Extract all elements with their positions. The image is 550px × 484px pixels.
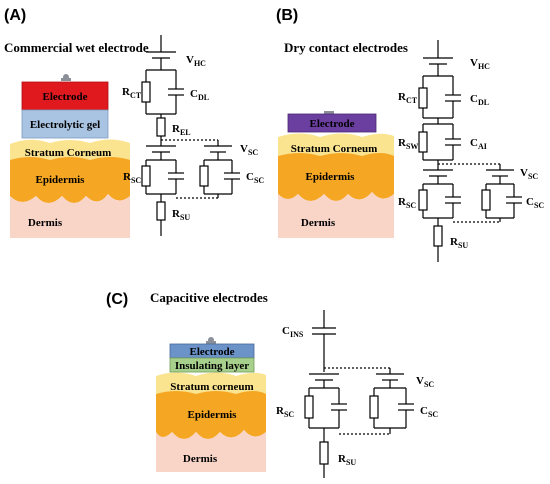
stratum-layer <box>278 133 394 158</box>
rel-resistor <box>156 117 166 137</box>
rct-resistor <box>418 87 428 109</box>
epidermis-layer <box>156 391 266 439</box>
rsc-resistor <box>141 165 151 187</box>
panel-b: (B) Dry contact electrodes Electrode Str… <box>276 7 544 262</box>
dermis-layer <box>156 430 266 472</box>
electrode-label: Electrode <box>189 346 234 358</box>
epidermis-label: Epidermis <box>36 174 86 186</box>
dermis-layer <box>278 192 394 238</box>
connector-knob <box>63 74 69 80</box>
rsc-label: RSC <box>276 405 294 419</box>
panel-c: (C) Capacitive electrodes Electrode Insu… <box>106 290 438 478</box>
panel-c-circuit: CINS RSC <box>276 310 438 478</box>
stratum-label: Stratum corneum <box>170 381 253 393</box>
side-resistor <box>369 395 379 419</box>
panel-a-circuit: VHC RCT CDL REL <box>122 35 264 236</box>
rsc-resistor <box>304 395 314 419</box>
csc-label: CSC <box>526 196 544 210</box>
stratum-label: Stratum Corneum <box>291 143 377 155</box>
epidermis-label: Epidermis <box>306 171 356 183</box>
rct-label: RCT <box>398 91 418 105</box>
rct-label: RCT <box>122 86 142 100</box>
stratum-layer <box>10 139 130 162</box>
vsc-label: VSC <box>240 143 258 157</box>
rsu-label: RSU <box>172 208 190 222</box>
connector-knob <box>208 337 214 343</box>
rel-label: REL <box>172 123 191 137</box>
epidermis-layer <box>10 157 130 203</box>
vsc-label: VSC <box>520 167 538 181</box>
stratum-layer <box>156 372 266 396</box>
panel-a-label: (A) <box>4 7 26 24</box>
panel-b-circuit: VHC RCT CDL RSW CAI <box>398 40 544 262</box>
electrode-layer <box>287 113 377 133</box>
gel-layer <box>21 109 109 139</box>
rsc-label: RSC <box>123 171 141 185</box>
csc-label: CSC <box>420 405 438 419</box>
cdl-label: CDL <box>190 88 209 102</box>
rct-resistor <box>141 81 151 103</box>
rsc-label: RSC <box>398 196 416 210</box>
electrode-label: Electrode <box>42 91 87 103</box>
panel-b-label: (B) <box>276 7 298 24</box>
gel-label: Electrolytic gel <box>30 119 100 131</box>
vhc-label: VHC <box>186 54 206 68</box>
panel-c-title: Capacitive electrodes <box>150 290 268 305</box>
panel-a-electrode-stack: Electrode Electrolytic gel Stratum Corne… <box>10 74 130 238</box>
rsw-label: RSW <box>398 137 418 151</box>
epidermis-label: Epidermis <box>188 409 238 421</box>
vsc-label: VSC <box>416 375 434 389</box>
rsu-resistor <box>319 441 329 465</box>
electrode-label: Electrode <box>309 118 354 130</box>
cdl-label: CDL <box>470 93 489 107</box>
electrode-connector <box>324 111 334 114</box>
epidermis-layer <box>278 153 394 201</box>
rsw-resistor <box>418 131 428 153</box>
dermis-label: Dermis <box>301 217 336 229</box>
panel-c-electrode-stack: Electrode Insulating layer Stratum corne… <box>156 337 266 472</box>
side-resistor <box>481 189 491 211</box>
csc-label: CSC <box>246 171 264 185</box>
rsc-resistor <box>418 189 428 211</box>
rsu-label: RSU <box>450 236 468 250</box>
insulating-label: Insulating layer <box>175 360 249 372</box>
panel-a: (A) Commercial wet electrode Electrode E… <box>4 7 264 238</box>
panel-b-title: Dry contact electrodes <box>284 40 408 55</box>
vhc-label: VHC <box>470 57 490 71</box>
dermis-label: Dermis <box>183 453 218 465</box>
insulating-layer <box>169 357 255 373</box>
rsu-label: RSU <box>338 453 356 467</box>
panel-b-electrode-stack: Electrode Stratum Corneum Epidermis Derm… <box>278 111 394 238</box>
rsu-resistor <box>433 225 443 247</box>
cai-label: CAI <box>470 137 487 151</box>
rsu-resistor <box>156 201 166 221</box>
cins-label: CINS <box>282 325 304 339</box>
panel-c-label: (C) <box>106 291 128 308</box>
dermis-layer <box>10 194 130 238</box>
side-resistor <box>199 165 209 187</box>
dermis-label: Dermis <box>28 217 63 229</box>
stratum-label: Stratum Corneum <box>25 147 111 159</box>
panel-a-title: Commercial wet electrode <box>4 40 149 55</box>
